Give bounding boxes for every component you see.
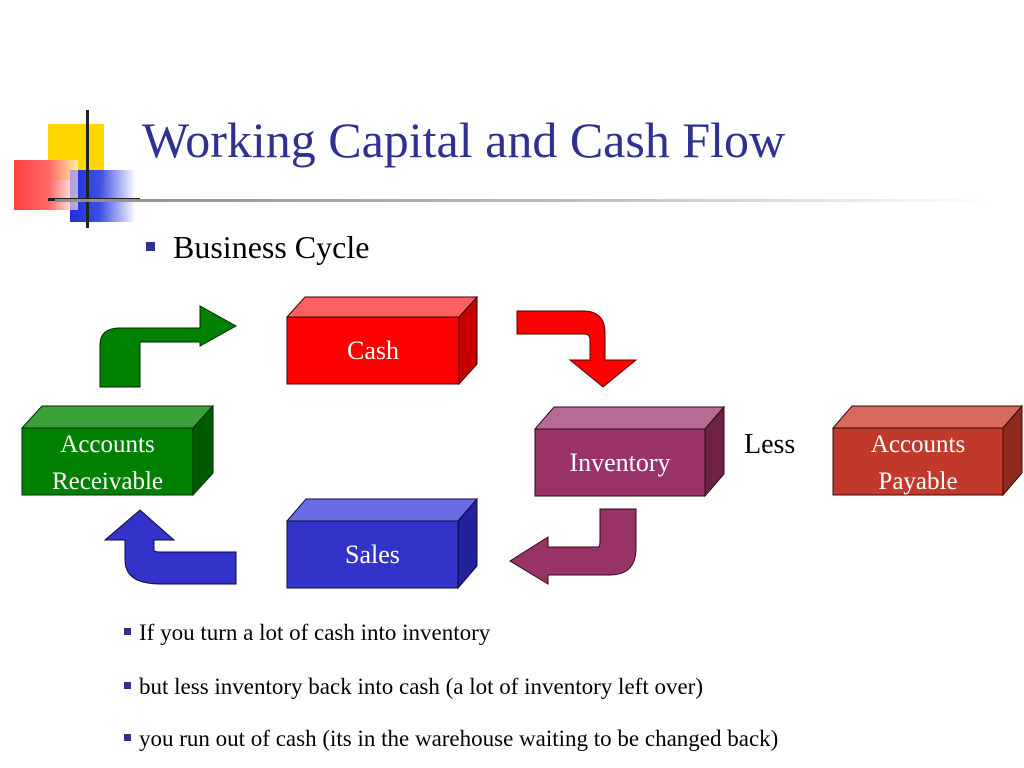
- arrow-sales-to-receivable-icon: [103, 509, 237, 585]
- title-underline: [55, 199, 995, 202]
- inventory-label: Inventory: [569, 448, 671, 477]
- note-text-1: If you turn a lot of cash into inventory: [139, 620, 491, 645]
- slide-title: Working Capital and Cash Flow: [142, 112, 786, 168]
- less-label: Less: [744, 429, 796, 460]
- cash-box: [285, 295, 479, 386]
- bullet-text: Business Cycle: [173, 229, 370, 265]
- cash-label: Cash: [347, 336, 399, 365]
- bullet-square-icon: [146, 242, 155, 252]
- note-bullet-icon: [124, 734, 131, 741]
- accounts-receivable-line2: Receivable: [51, 468, 164, 495]
- accounts-payable-line1: Accounts: [870, 431, 966, 458]
- bullet-business-cycle: Business Cycle: [146, 228, 369, 266]
- accounts-receivable-line1: Accounts: [60, 431, 155, 458]
- accounts-payable-line2: Payable: [878, 468, 958, 495]
- note-bullet-icon: [124, 628, 131, 635]
- arrow-inventory-to-sales-icon: [509, 508, 637, 585]
- note-text-3: you run out of cash (its in the warehous…: [139, 726, 779, 751]
- sales-box: [285, 497, 479, 590]
- note-item-2: but less inventory back into cash (a lot…: [124, 674, 703, 700]
- note-item-1: If you turn a lot of cash into inventory: [124, 620, 490, 646]
- note-bullet-icon: [124, 682, 131, 689]
- arrow-receivable-to-cash-icon: [99, 305, 238, 388]
- corner-blue-square: [70, 170, 136, 222]
- note-item-3: you run out of cash (its in the warehous…: [124, 726, 778, 752]
- arrow-cash-to-inventory-icon: [516, 310, 638, 388]
- accounts-payable-label: Accounts Payable: [833, 426, 1003, 500]
- inventory-box: [533, 405, 726, 498]
- accounts-payable-box: [831, 404, 1024, 497]
- corner-vertical-line: [86, 110, 89, 228]
- accounts-receivable-box: [20, 404, 215, 497]
- sales-label: Sales: [345, 540, 400, 569]
- accounts-receivable-label: Accounts Receivable: [22, 426, 193, 500]
- note-text-2: but less inventory back into cash (a lot…: [139, 674, 703, 699]
